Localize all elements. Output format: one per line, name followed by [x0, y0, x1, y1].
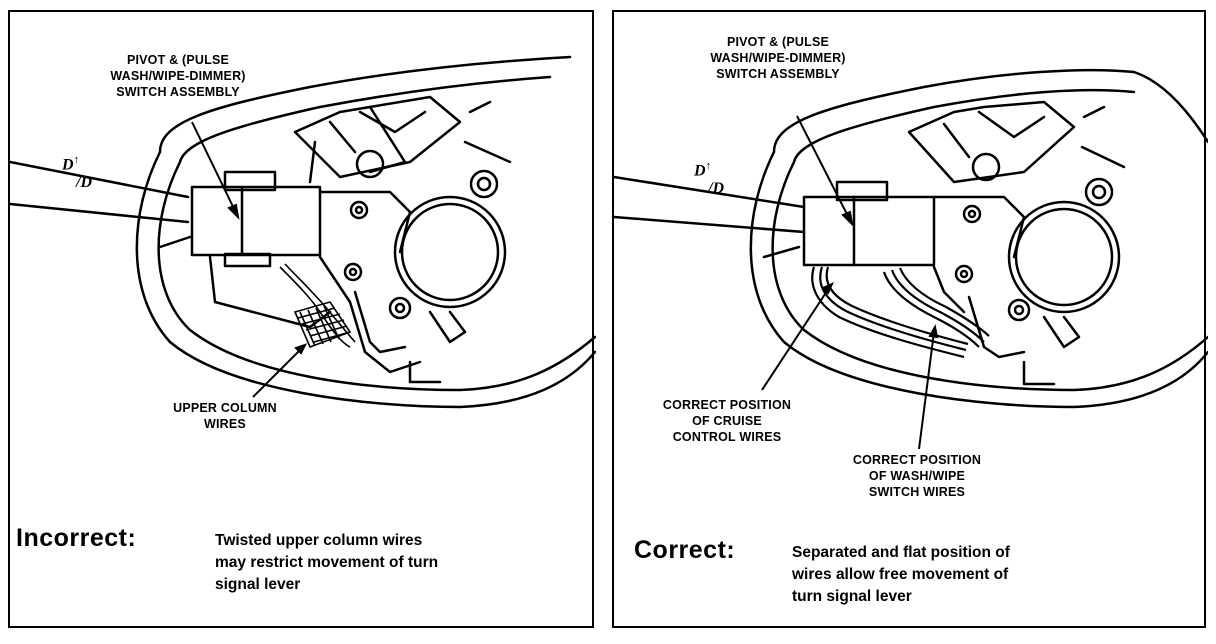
gear-indicator: D↑	[694, 160, 712, 180]
cruise-control-wires-callout: CORRECT POSITION OF CRUISE CONTROL WIRES	[662, 398, 792, 444]
correct-diagram	[614, 68, 1208, 450]
incorrect-description: Twisted upper column wires may restrict …	[215, 532, 439, 593]
correct-label: Correct:	[634, 536, 736, 564]
switch-assembly-callout: PIVOT & (PULSE WASH/WIPE-DIMMER) SWITCH …	[710, 35, 846, 81]
gear-indicator-sub: /D	[76, 174, 92, 191]
gear-indicator: D↑	[62, 154, 80, 174]
washwipe-switch-wires-callout: CORRECT POSITION OF WASH/WIPE SWITCH WIR…	[852, 453, 982, 499]
correct-panel: D↑ /D PIVOT & (PULSE WASH/WIPE-DIMMER) S…	[612, 10, 1208, 628]
gear-indicator-sub: /D	[708, 180, 724, 197]
incorrect-panel: D↑ /D PIVOT & (PULSE WASH/WIPE-DIMMER) S…	[8, 10, 596, 628]
switch-assembly-callout: PIVOT & (PULSE WASH/WIPE-DIMMER) SWITCH …	[110, 53, 246, 99]
correct-description: Separated and flat position of wires all…	[792, 544, 1010, 605]
incorrect-diagram	[10, 55, 596, 409]
incorrect-label: Incorrect:	[16, 524, 137, 552]
upper-column-wires-callout: UPPER COLUMN WIRES	[173, 401, 277, 431]
